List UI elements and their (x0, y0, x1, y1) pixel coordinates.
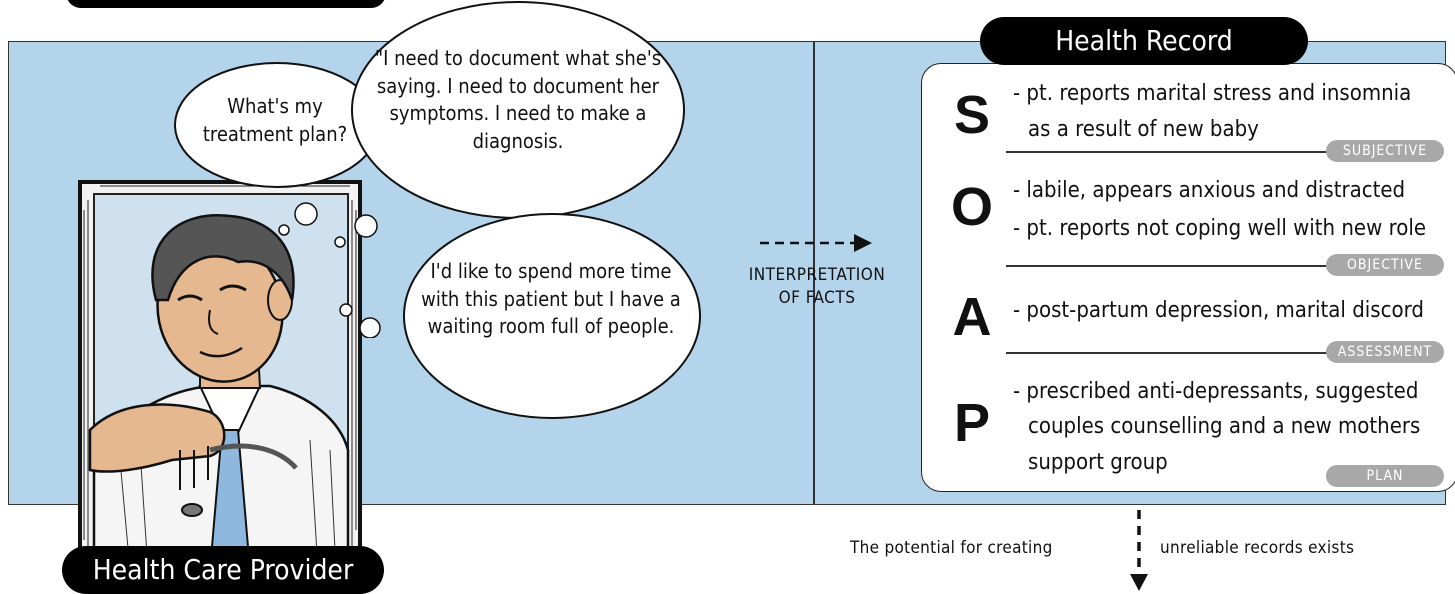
objective-line-1: - labile, appears anxious and distracted (1013, 178, 1406, 203)
subjective-rule (1006, 151, 1346, 153)
health-record-card (921, 63, 1455, 492)
thought-treatment-plan: What's my treatment plan? (202, 94, 348, 146)
objective-rule (1006, 265, 1346, 267)
soap-letter-o: O (950, 177, 993, 237)
subjective-line-1: - pt. reports marital stress and insomni… (1013, 81, 1412, 106)
objective-tag: OBJECTIVE (1326, 254, 1444, 276)
provider-label: Health Care Provider (62, 546, 384, 594)
soap-letter-p: P (953, 393, 991, 453)
assessment-rule (1006, 352, 1346, 354)
panel-divider (813, 42, 815, 504)
subjective-line-2: as a result of new baby (1028, 117, 1259, 142)
assessment-line-1: - post-partum depression, marital discor… (1013, 298, 1424, 323)
footnote-left: The potential for creating (850, 538, 1053, 558)
doctor-illustration-icon (78, 180, 362, 570)
plan-line-1: - prescribed anti-depressants, suggested (1013, 379, 1419, 404)
health-record-title: Health Record (980, 17, 1308, 65)
plan-line-3: support group (1028, 450, 1168, 475)
thought-time: I'd like to spend more time with this pa… (421, 259, 681, 338)
interpretation-label: INTERPRETATION OF FACTS (722, 264, 912, 310)
soap-letter-s: S (953, 85, 991, 145)
top-banner-pill (66, 0, 386, 8)
soap-letter-a: A (952, 287, 992, 347)
objective-line-2: - pt. reports not coping well with new r… (1013, 216, 1427, 241)
dashed-arrow-right-icon (760, 234, 872, 252)
subjective-tag: SUBJECTIVE (1326, 140, 1444, 162)
thought-document: "I need to document what she's saying. I… (374, 46, 662, 153)
footnote-right: unreliable records exists (1160, 538, 1355, 558)
thought-trail-icon (278, 202, 381, 338)
interpretation-line-1: INTERPRETATION (748, 265, 886, 285)
thought-bubble-time-icon (403, 213, 701, 419)
plan-line-2: couples counselling and a new mothers (1028, 414, 1421, 439)
dashed-arrow-down-icon (1130, 510, 1148, 591)
interpretation-line-2: OF FACTS (778, 288, 856, 308)
plan-tag: PLAN (1326, 465, 1444, 487)
assessment-tag: ASSESSMENT (1326, 341, 1444, 363)
